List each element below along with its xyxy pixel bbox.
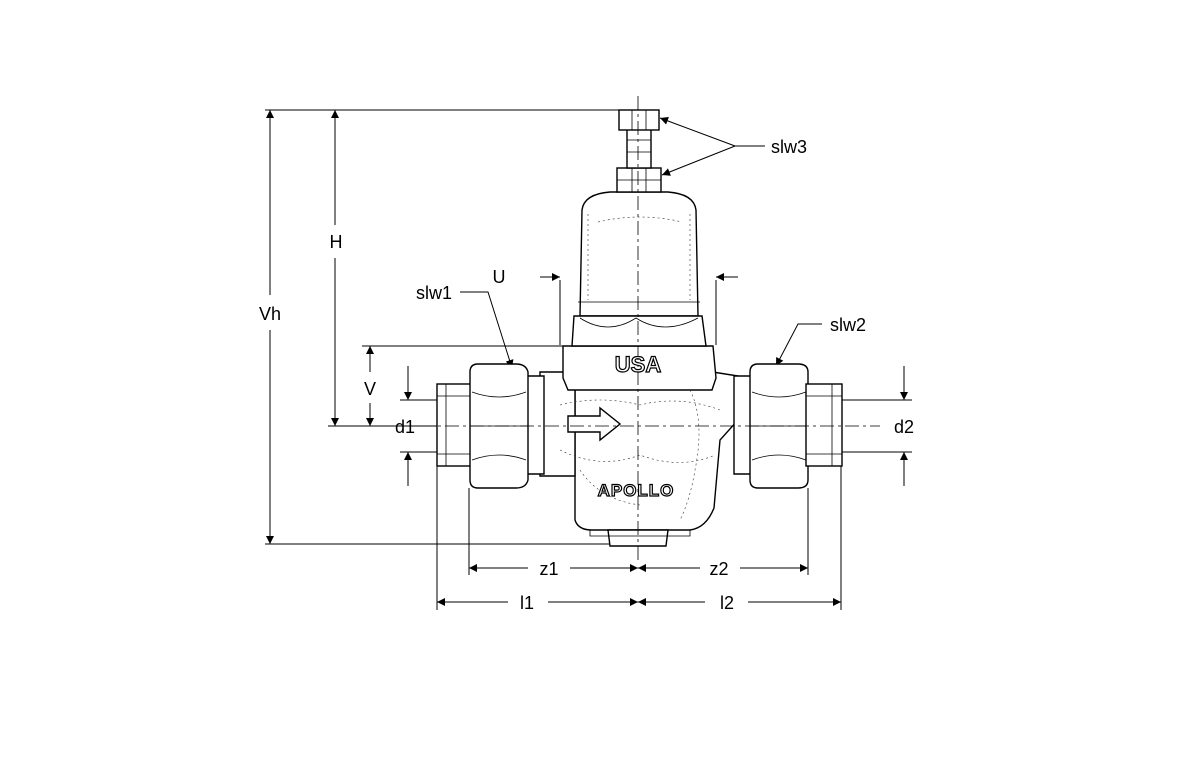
label-slw3: slw3 xyxy=(771,137,807,157)
dimension-labels: Vh H V U slw1 slw2 slw3 d1 d2 z1 z2 l1 l… xyxy=(259,137,914,613)
label-h: H xyxy=(330,232,343,252)
label-vh: Vh xyxy=(259,304,281,324)
body-mark-usa: USA xyxy=(615,352,662,377)
label-slw2: slw2 xyxy=(830,315,866,335)
flow-arrow-icon xyxy=(567,406,622,442)
valve-body xyxy=(525,345,753,547)
dimension-lines xyxy=(266,110,908,606)
label-z1: z1 xyxy=(539,559,558,579)
label-d1: d1 xyxy=(395,417,415,437)
label-d2: d2 xyxy=(894,417,914,437)
leader-lines xyxy=(460,117,822,369)
label-slw1: slw1 xyxy=(416,283,452,303)
body-mark-apollo: APOLLO xyxy=(598,481,675,500)
adjusting-screw xyxy=(616,109,662,193)
label-l2: l2 xyxy=(720,593,734,613)
center-lines xyxy=(420,96,880,560)
label-v: V xyxy=(364,379,376,399)
bonnet xyxy=(571,191,707,347)
label-l1: l1 xyxy=(520,593,534,613)
label-u: U xyxy=(493,267,506,287)
label-z2: z2 xyxy=(709,559,728,579)
